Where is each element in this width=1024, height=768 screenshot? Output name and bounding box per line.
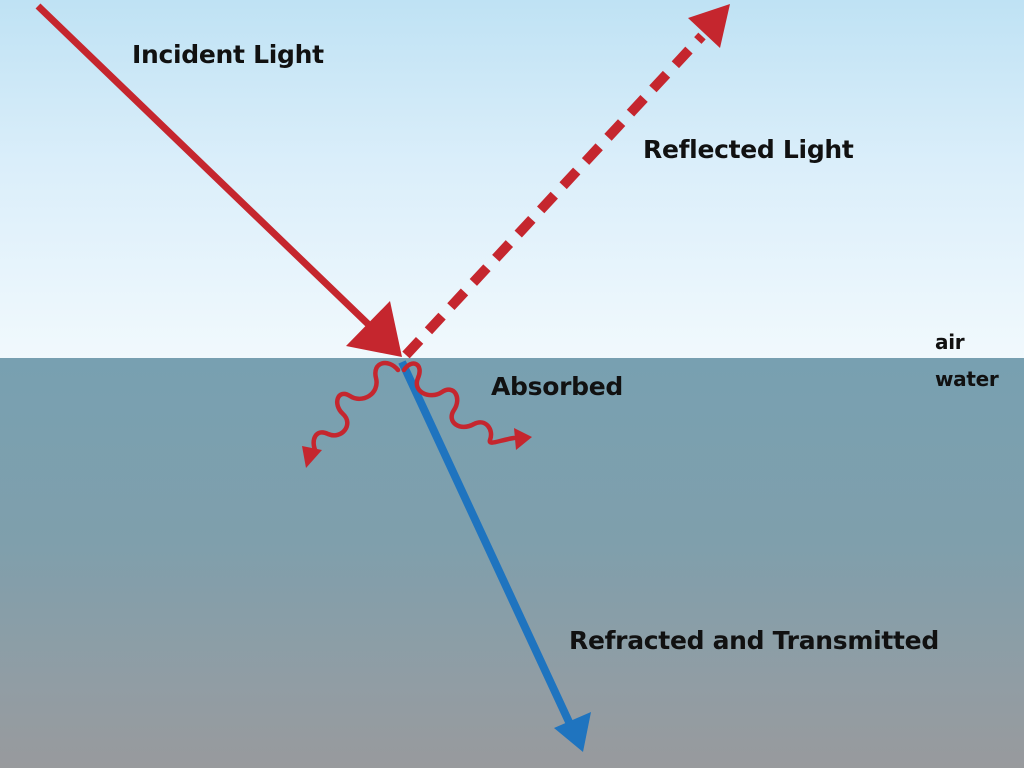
water-region	[0, 358, 1024, 768]
incident-light-label: Incident Light	[132, 40, 324, 69]
refracted-ray	[398, 360, 591, 752]
air-region	[0, 0, 1024, 358]
incident-arrowhead	[346, 301, 402, 357]
refracted-transmitted-label: Refracted and Transmitted	[569, 626, 939, 655]
reflected-arrowhead	[688, 4, 730, 48]
incident-ray	[35, 3, 402, 357]
reflected-ray	[402, 4, 730, 359]
water-label: water	[935, 367, 999, 391]
air-label: air	[935, 330, 965, 354]
refracted-arrowhead	[554, 712, 591, 752]
absorbed-label: Absorbed	[491, 372, 623, 401]
absorbed-wave-right	[401, 361, 532, 450]
absorbed-arrowhead-left	[302, 446, 322, 468]
reflected-light-label: Reflected Light	[643, 135, 854, 164]
absorbed-arrowhead-right	[514, 428, 532, 450]
absorbed-wave-left	[302, 360, 401, 468]
